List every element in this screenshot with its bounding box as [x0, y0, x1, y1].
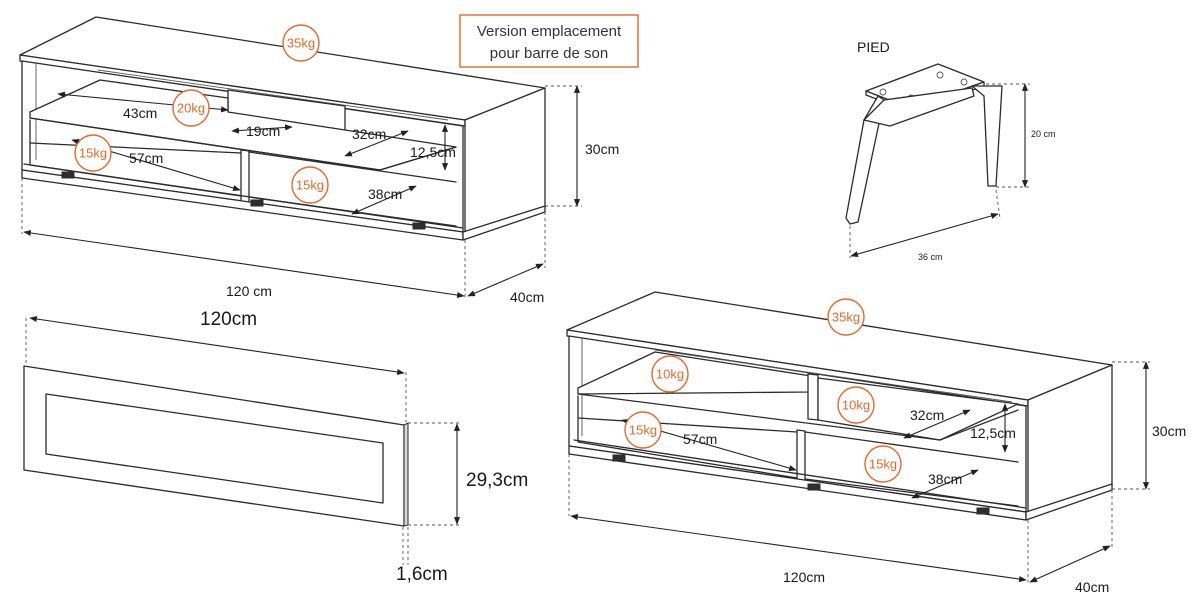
- unit2-dim-38: 38cm: [928, 471, 962, 487]
- unit1-dim-32: 32cm: [352, 126, 386, 142]
- unit1-dim-12-5: 12,5cm: [410, 144, 456, 160]
- note-line-1: Version emplacement: [477, 23, 622, 40]
- soundbar-version-note: Version emplacement pour barre de son: [459, 14, 639, 68]
- unit1-dim-57: 57cm: [129, 150, 163, 166]
- unit2-weight-left-shelf-badge: 10kg: [651, 355, 689, 393]
- svg-text:15kg: 15kg: [869, 457, 897, 472]
- unit2-dim-57: 57cm: [683, 431, 717, 447]
- unit2-depth: 40cm: [1075, 579, 1109, 595]
- tv-unit-soundbar-version: [19, 16, 582, 299]
- unit1-dim-38: 38cm: [368, 186, 402, 202]
- hinge-icon: [976, 507, 990, 515]
- unit1-middle-divider: [240, 149, 250, 204]
- unit2-width: 120cm: [783, 569, 825, 585]
- hinge-icon: [61, 171, 75, 179]
- front-panel-edge: [403, 422, 409, 527]
- hinge-icon: [412, 222, 426, 230]
- unit2-weight-left-bottom-badge: 15kg: [624, 411, 662, 449]
- front-panel-inner-frame: [45, 393, 384, 504]
- front-panel-width: 120cm: [200, 309, 257, 330]
- foot-height: 20 cm: [1031, 129, 1056, 139]
- unit1-width: 120 cm: [226, 283, 272, 299]
- note-line-2: pour barre de son: [490, 45, 608, 62]
- foot-drawing: PIED 20 cm 36 cm: [845, 39, 1056, 262]
- unit2-dim-32: 32cm: [910, 407, 944, 423]
- unit1-dim-43: 43cm: [123, 105, 157, 121]
- unit2-weight-right-bottom-badge: 15kg: [864, 445, 902, 483]
- svg-text:35kg: 35kg: [287, 36, 315, 51]
- svg-text:10kg: 10kg: [656, 367, 684, 382]
- front-panel-thickness: 1,6cm: [396, 564, 448, 585]
- hinge-icon: [807, 483, 821, 491]
- front-panel-height: 29,3cm: [466, 470, 528, 491]
- svg-text:15kg: 15kg: [79, 146, 107, 161]
- unit1-height: 30cm: [585, 141, 619, 157]
- unit1-weight-shelf-badge: 20kg: [172, 89, 210, 127]
- foot-width: 36 cm: [918, 252, 943, 262]
- unit1-depth: 40cm: [510, 289, 544, 305]
- unit1-weight-top-badge: 35kg: [282, 24, 320, 62]
- foot-title: PIED: [857, 39, 890, 55]
- svg-text:35kg: 35kg: [832, 310, 860, 325]
- unit2-weight-top-badge: 35kg: [827, 298, 865, 336]
- unit2-dim-12-5: 12,5cm: [970, 425, 1016, 441]
- unit1-dim-19: 19cm: [246, 123, 280, 139]
- unit2-height: 30cm: [1152, 423, 1186, 439]
- svg-text:10kg: 10kg: [842, 398, 870, 413]
- hinge-icon: [612, 454, 626, 462]
- unit1-weight-right-bottom-badge: 15kg: [291, 166, 329, 204]
- front-panel-drawing: 120cm 29,3cm 1,6cm: [23, 309, 528, 585]
- svg-text:15kg: 15kg: [296, 178, 324, 193]
- unit1-weight-left-bottom-badge: 15kg: [74, 134, 112, 172]
- svg-text:20kg: 20kg: [177, 101, 205, 116]
- foot-back-leg: [971, 85, 1003, 187]
- svg-text:15kg: 15kg: [629, 423, 657, 438]
- unit2-middle-divider: [796, 429, 806, 485]
- unit2-center-upright: [807, 373, 819, 421]
- unit2-weight-right-shelf-badge: 10kg: [837, 386, 875, 424]
- hinge-icon: [250, 199, 264, 207]
